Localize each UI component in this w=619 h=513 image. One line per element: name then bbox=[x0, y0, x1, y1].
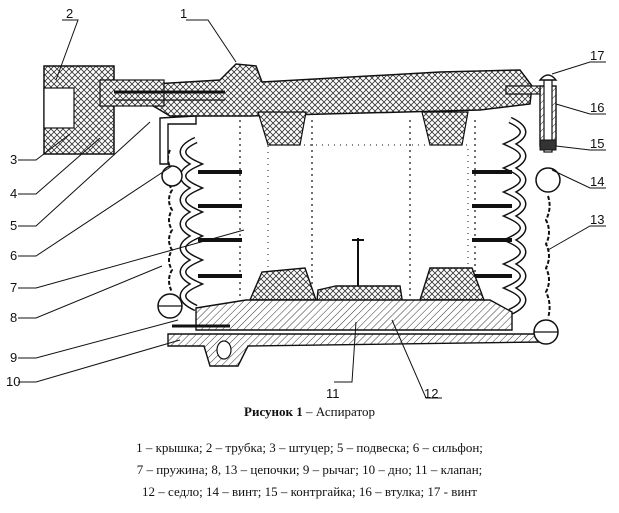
callout-6: 6 bbox=[10, 248, 17, 263]
callout-11: 11 bbox=[326, 386, 340, 400]
callout-5: 5 bbox=[10, 218, 17, 233]
lid-part bbox=[117, 63, 533, 117]
callout-12: 12 bbox=[424, 386, 438, 400]
legend-line-2: 7 – пружина; 8, 13 – цепочки; 9 – рычаг;… bbox=[136, 462, 483, 477]
callout-3: 3 bbox=[10, 152, 17, 167]
callout-2: 2 bbox=[66, 6, 73, 21]
left-chain bbox=[166, 149, 174, 293]
callout-15: 15 bbox=[590, 136, 604, 151]
callout-10: 10 bbox=[6, 374, 20, 389]
right-chain bbox=[544, 195, 551, 319]
callout-4: 4 bbox=[10, 186, 17, 201]
caption-title: Аспиратор bbox=[315, 404, 375, 419]
figure-caption: Рисунок 1 – Аспиратор bbox=[0, 404, 619, 420]
callout-8: 8 bbox=[10, 310, 17, 325]
callout-7: 7 bbox=[10, 280, 17, 295]
callout-1: 1 bbox=[180, 6, 187, 21]
callout-14: 14 bbox=[590, 174, 604, 189]
callout-16: 16 bbox=[590, 100, 604, 115]
caption-dash: – bbox=[302, 404, 316, 419]
caption-number: Рисунок 1 bbox=[244, 404, 303, 419]
callout-9: 9 bbox=[10, 350, 17, 365]
legend-line-1: 1 – крышка; 2 – трубка; 3 – штуцер; 5 – … bbox=[136, 440, 483, 455]
aspirator-diagram: 1 2 3 4 5 6 7 8 9 10 11 12 13 14 15 16 1… bbox=[6, 6, 606, 400]
callout-17: 17 bbox=[590, 48, 604, 63]
legend-line-3: 12 – седло; 14 – винт; 15 – контргайка; … bbox=[142, 484, 477, 499]
callout-13: 13 bbox=[590, 212, 604, 227]
